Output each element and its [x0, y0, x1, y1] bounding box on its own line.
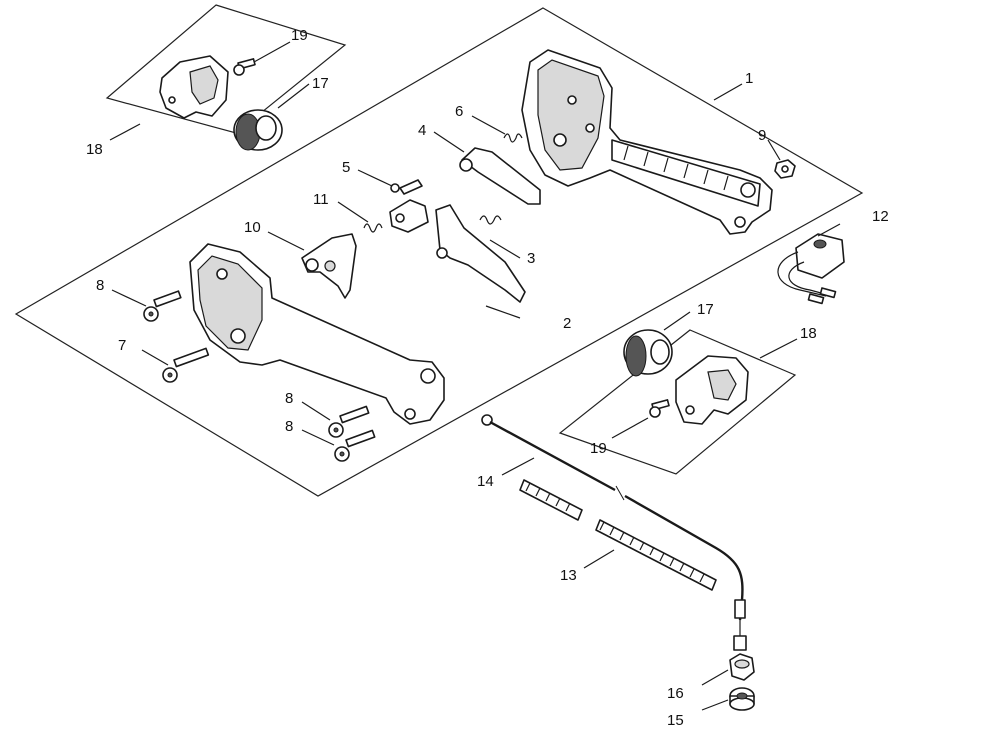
part-19-screw-top [233, 58, 256, 76]
callout-8-c: 8 [285, 418, 293, 435]
part-14-throttle-cable [481, 414, 747, 651]
right-kit-frame [558, 329, 797, 475]
callout-labels: 1 2 3 4 5 6 7 8 8 8 9 10 11 12 13 14 15 … [86, 27, 889, 729]
part-1-handle-half [521, 49, 773, 235]
callout-6: 6 [455, 103, 463, 120]
callout-8-b: 8 [285, 390, 293, 407]
callout-11: 11 [313, 191, 329, 208]
callout-4: 4 [418, 122, 426, 139]
part-17-ring-right [623, 329, 673, 377]
callout-17-right: 17 [697, 301, 714, 318]
part-8-screw-b [328, 405, 370, 438]
part-7-screw [162, 347, 210, 383]
callout-17-top: 17 [312, 75, 329, 92]
callout-18-right: 18 [800, 325, 817, 342]
part-3-spring [479, 215, 502, 225]
part-5-pin [390, 179, 423, 195]
callout-19-top: 19 [291, 27, 308, 44]
part-18-clamp-right [675, 355, 749, 425]
callout-8-a: 8 [96, 277, 104, 294]
part-8-screw-a [143, 290, 182, 322]
part-8-screw-c [334, 429, 376, 462]
callout-9: 9 [758, 127, 766, 144]
part-6-spring [503, 133, 523, 143]
callout-14: 14 [477, 473, 494, 490]
part-18-clamp-top [159, 55, 229, 119]
part-9-nut [774, 159, 796, 179]
part-13-sheath-long [595, 519, 717, 591]
part-13-sheath-short [519, 479, 583, 521]
leader-lines [109, 41, 841, 711]
callout-7: 7 [118, 337, 126, 354]
top-left-kit-frame [105, 4, 347, 134]
part-16-nut [729, 653, 755, 681]
part-19-screw-right [649, 399, 670, 418]
part-17-ring-top [233, 109, 283, 151]
part-2-throttle-trigger [435, 204, 526, 303]
callout-19-right: 19 [590, 440, 607, 457]
callout-12: 12 [872, 208, 889, 225]
callout-16: 16 [667, 685, 684, 702]
part-15-nut [729, 687, 755, 711]
part-11-bracket [389, 199, 429, 233]
callout-18-top: 18 [86, 141, 103, 158]
callout-1: 1 [745, 70, 753, 87]
callout-5: 5 [342, 159, 350, 176]
callout-13: 13 [560, 567, 577, 584]
part-10-lever [301, 233, 357, 299]
callout-3: 3 [527, 250, 535, 267]
callout-15: 15 [667, 712, 684, 729]
part-4-lock-lever [459, 147, 541, 205]
main-assembly-frame [14, 7, 864, 497]
callout-10: 10 [244, 219, 261, 236]
part-12-stop-switch [777, 233, 845, 305]
handle-housing-lower [189, 243, 445, 425]
part-11-spring [363, 223, 383, 233]
callout-2: 2 [563, 315, 571, 332]
